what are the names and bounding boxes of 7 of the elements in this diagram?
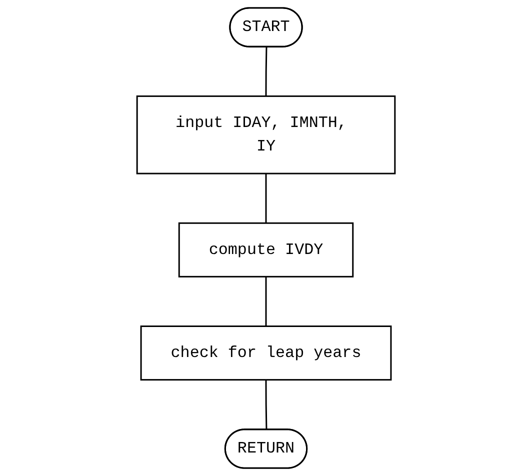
connector	[264, 47, 267, 96]
node-box: input IDAY, IMNTH, IY	[136, 95, 396, 174]
connector	[264, 380, 267, 430]
node-box: check for leap years	[140, 326, 392, 381]
connector	[264, 276, 266, 326]
node-box: compute IVDY	[178, 222, 354, 278]
connector	[264, 174, 266, 224]
